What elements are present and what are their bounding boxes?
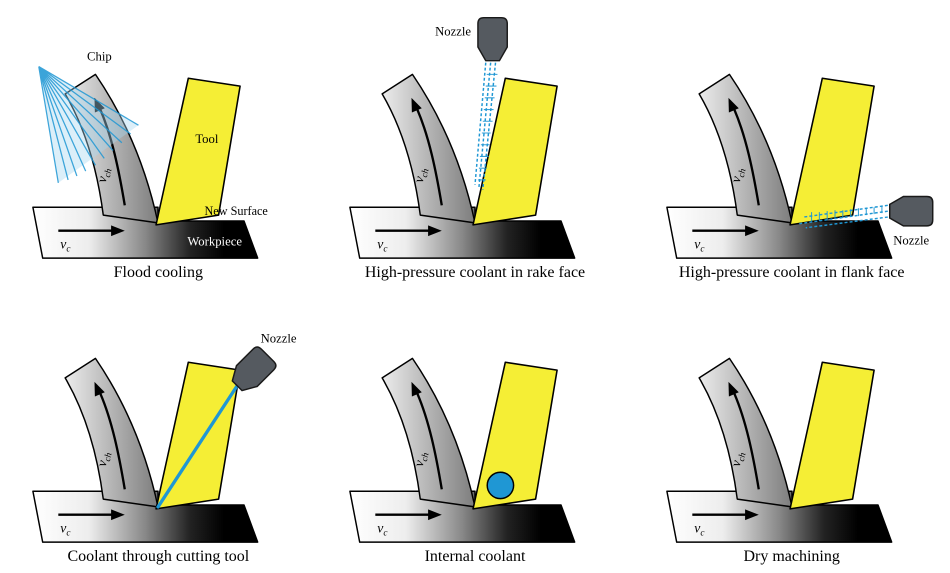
base-scene — [348, 357, 576, 544]
tool-label: Tool — [196, 132, 220, 146]
base-scene — [665, 357, 893, 544]
panel-hp-rake-face: Nozzle High-pressure coolant in rake fac… — [317, 4, 634, 288]
chip-label: Chip — [87, 50, 112, 64]
panel-caption-rake: High-pressure coolant in rake face — [364, 264, 586, 281]
jet-lines — [474, 62, 497, 190]
base-scene — [32, 357, 260, 544]
panel-flood-cooling: Chip Tool New Surface Workpiece Flood co… — [0, 4, 317, 288]
dry-machining-scene — [665, 357, 893, 544]
panel-caption-flood: Flood cooling — [113, 264, 203, 281]
base-scene — [348, 73, 576, 260]
new-surface-label: New Surface — [205, 204, 268, 218]
hp-rake-scene: Nozzle — [348, 16, 576, 260]
rake-jet-spray — [474, 62, 498, 190]
hp-flank-scene: Nozzle — [665, 73, 934, 260]
base-scene — [665, 73, 893, 260]
flood-cooling-scene: Chip Tool New Surface Workpiece — [32, 50, 268, 260]
spray-rays — [38, 65, 140, 183]
internal-coolant-channel — [156, 384, 240, 509]
panel-dry-machining: Dry machining — [633, 288, 950, 572]
nozzle — [888, 195, 934, 227]
internal-coolant-reservoir — [486, 471, 515, 500]
panel-caption-through-tool: Coolant through cutting tool — [67, 548, 250, 565]
jet-lines — [797, 204, 888, 229]
panel-caption-internal: Internal coolant — [424, 548, 526, 565]
nozzle-label: Nozzle — [893, 233, 929, 247]
through-tool-scene: Nozzle — [32, 332, 297, 544]
panel-caption-flank: High-pressure coolant in flank face — [678, 264, 905, 281]
panel-through-tool: Nozzle Coolant through cutting tool — [0, 288, 317, 572]
jet-ticks — [810, 206, 883, 221]
nozzle — [477, 16, 508, 62]
flood-spray — [38, 65, 140, 183]
panel-hp-flank-face: Nozzle High-pressure coolant in flank fa… — [633, 4, 950, 288]
jet-ticks — [477, 73, 498, 181]
nozzle-label: Nozzle — [261, 332, 297, 346]
internal-coolant-scene — [348, 357, 576, 544]
nozzle-label: Nozzle — [435, 24, 471, 38]
panel-internal-coolant: Internal coolant — [317, 288, 634, 572]
panel-caption-dry: Dry machining — [743, 548, 840, 565]
workpiece-label: Workpiece — [188, 234, 243, 248]
flank-jet-spray — [797, 204, 888, 229]
